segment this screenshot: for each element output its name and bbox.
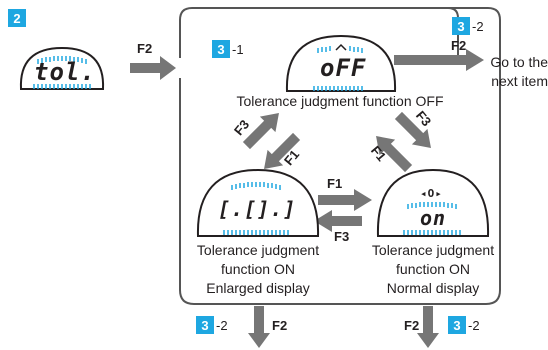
step-badge: 2 bbox=[8, 9, 26, 27]
lcd-off bbox=[285, 34, 397, 92]
caption-normal: Tolerance judgment function ON Normal di… bbox=[338, 241, 528, 298]
key-enlarged-to-normal: F1 bbox=[327, 176, 343, 191]
blink-bars-enlarged bbox=[223, 182, 289, 235]
caption-line: Tolerance judgment bbox=[371, 242, 495, 258]
caption-line: function ON bbox=[396, 261, 470, 277]
arrow-enlarged-down bbox=[248, 306, 270, 348]
step-start: 2 bbox=[8, 9, 28, 27]
blink-bars-normal bbox=[403, 202, 461, 235]
blink-bars-start bbox=[33, 56, 91, 89]
step-badge: 3 bbox=[212, 40, 230, 58]
display-normal-text: on bbox=[420, 206, 447, 230]
arrow-normal-to-off bbox=[376, 136, 413, 173]
display-enlarged-text: [.[].] bbox=[218, 197, 297, 221]
lcd-normal bbox=[376, 168, 490, 237]
blink-bars-off bbox=[313, 43, 363, 91]
caption-line: function ON bbox=[221, 261, 295, 277]
caption-line: Enlarged display bbox=[206, 280, 310, 296]
step-suffix: -2 bbox=[216, 317, 228, 333]
step-off: 3 -1 bbox=[212, 40, 244, 58]
key-enlarged-down: F2 bbox=[272, 318, 288, 333]
step-badge: 3 bbox=[452, 17, 470, 35]
caption-next: Go to the next item bbox=[476, 53, 548, 91]
display-normal-indicator: ◂O▸ bbox=[420, 187, 443, 200]
key-normal-to-enlarged: F3 bbox=[334, 229, 350, 244]
step-suffix: -2 bbox=[472, 18, 484, 34]
caption-line: Normal display bbox=[386, 280, 480, 296]
step-suffix: -1 bbox=[232, 41, 244, 57]
arrow-normal-down bbox=[417, 306, 439, 348]
caption-line: next item bbox=[491, 73, 548, 89]
step-normal-down: 3 -2 bbox=[448, 316, 480, 334]
display-off-text: oFF bbox=[320, 54, 367, 82]
arrow-start-to-off bbox=[130, 56, 176, 80]
step-badge: 3 bbox=[448, 316, 466, 334]
display-start-text: tol. bbox=[34, 58, 96, 86]
key-normal-down: F2 bbox=[404, 318, 420, 333]
step-badge: 3 bbox=[196, 316, 214, 334]
arrow-enlarged-to-normal bbox=[318, 189, 372, 211]
caption-line: Tolerance judgment bbox=[196, 242, 320, 258]
caption-enlarged: Tolerance judgment function ON Enlarged … bbox=[163, 241, 353, 298]
arrow-enlarged-to-off bbox=[242, 113, 279, 150]
step-suffix: -2 bbox=[468, 317, 480, 333]
step-enlarged-down: 3 -2 bbox=[196, 316, 228, 334]
key-start-to-off: F2 bbox=[137, 41, 153, 56]
arrow-off-to-next bbox=[394, 49, 484, 71]
caption-line: Go to the bbox=[490, 54, 548, 70]
step-next: 3 -2 bbox=[452, 17, 484, 35]
caption-off: Tolerance judgment function OFF bbox=[236, 93, 444, 109]
arrow-off-to-enlarged bbox=[264, 132, 301, 169]
arrow-off-to-normal bbox=[394, 111, 431, 148]
lcd-enlarged bbox=[196, 168, 320, 237]
key-off-to-next: F2 bbox=[451, 38, 467, 53]
arrow-normal-to-enlarged bbox=[314, 210, 362, 232]
mode-frame bbox=[179, 7, 501, 305]
